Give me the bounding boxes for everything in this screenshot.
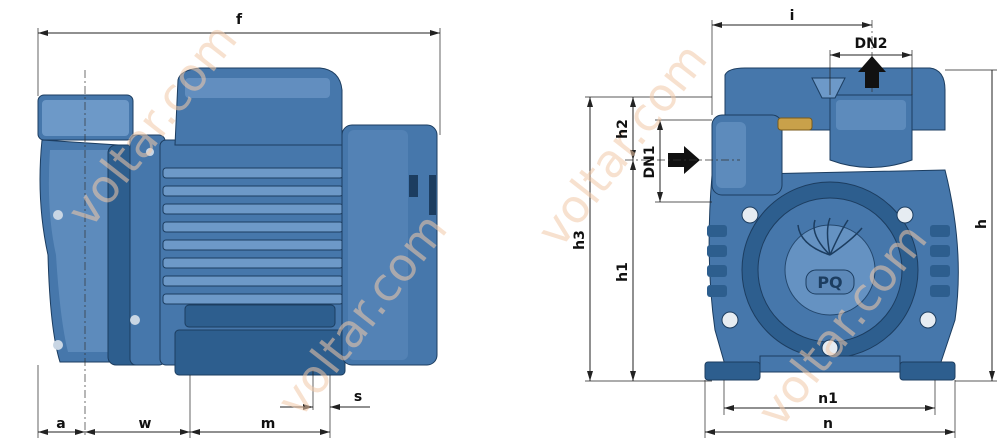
label-w: w xyxy=(139,416,152,432)
side-fins xyxy=(707,225,950,297)
label-s: s xyxy=(354,389,362,405)
label-f: f xyxy=(236,12,243,28)
side-view-dimensions xyxy=(37,28,441,438)
label-dn1: DN1 xyxy=(642,145,658,178)
logo-text: PQ xyxy=(817,273,842,292)
outlet-arrow-icon xyxy=(858,56,886,88)
front-view-dimensions xyxy=(585,20,997,438)
cooling-fins xyxy=(162,167,344,305)
label-a: a xyxy=(56,416,65,432)
label-i: i xyxy=(790,8,795,24)
label-n1: n1 xyxy=(818,391,838,407)
label-h2: h2 xyxy=(615,119,631,139)
label-h: h xyxy=(974,219,990,229)
label-m: m xyxy=(261,416,276,432)
label-h3: h3 xyxy=(572,230,588,250)
logo-petals xyxy=(797,217,863,256)
watermark-3: voltar.com xyxy=(526,33,718,257)
logo-badge xyxy=(805,269,855,295)
label-n: n xyxy=(823,416,833,432)
label-dn2: DN2 xyxy=(854,36,887,52)
side-view-pump xyxy=(37,67,438,376)
front-view-pump: PQ xyxy=(704,67,959,381)
label-h1: h1 xyxy=(615,262,631,282)
dimension-labels: f a w m s i DN2 DN1 h2 h1 h3 h n1 n xyxy=(56,8,990,432)
